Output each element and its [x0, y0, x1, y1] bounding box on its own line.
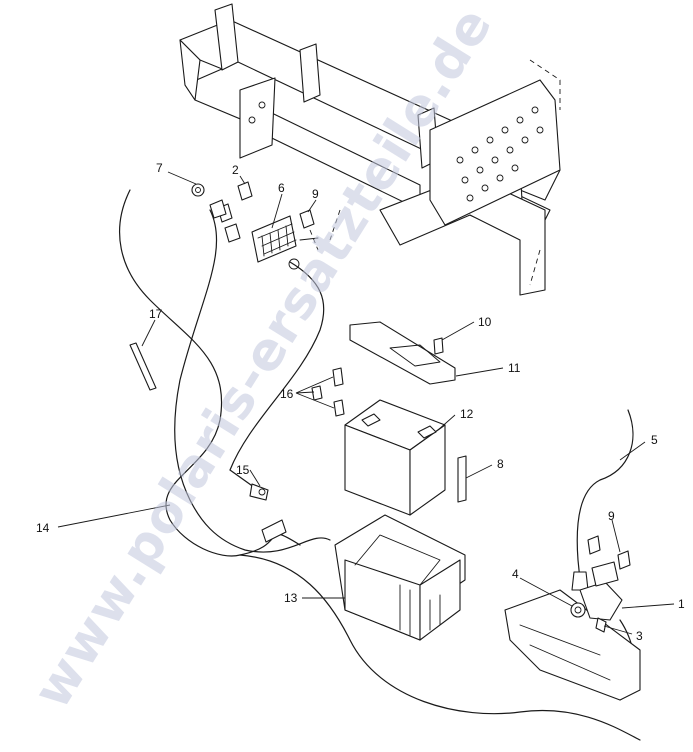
callout-14: 14	[36, 521, 50, 535]
callout-4: 4	[512, 567, 519, 581]
leader-lines	[57, 171, 675, 635]
callout-10: 10	[478, 315, 492, 329]
callout-1: 1	[678, 597, 685, 611]
callout-6: 6	[278, 181, 285, 195]
callout-12: 12	[460, 407, 474, 421]
solenoid-assembly	[504, 535, 641, 701]
callout-3: 3	[636, 629, 643, 643]
terminal-hardware	[191, 181, 319, 263]
plate-holes	[456, 106, 544, 202]
callouts: 7 2 6 9 17 10 11 16 12 8 5 15 14 9 4 13 …	[36, 161, 685, 643]
callout-9-top: 9	[312, 187, 319, 201]
callout-9-bottom: 9	[608, 509, 615, 523]
chassis-frame	[179, 3, 561, 296]
callout-2: 2	[232, 163, 239, 177]
rod-17	[129, 342, 157, 391]
callout-5: 5	[651, 433, 658, 447]
callout-16: 16	[280, 387, 294, 401]
callout-15: 15	[236, 463, 250, 477]
rod-8	[457, 455, 467, 503]
callout-13: 13	[284, 591, 298, 605]
hold-down-bracket	[349, 321, 456, 385]
callout-17: 17	[149, 307, 163, 321]
callout-8: 8	[497, 457, 504, 471]
battery-tray-13	[334, 514, 466, 641]
callout-11: 11	[508, 361, 521, 375]
battery-12	[344, 399, 446, 516]
callout-7: 7	[156, 161, 163, 175]
bolts-16	[311, 367, 345, 417]
